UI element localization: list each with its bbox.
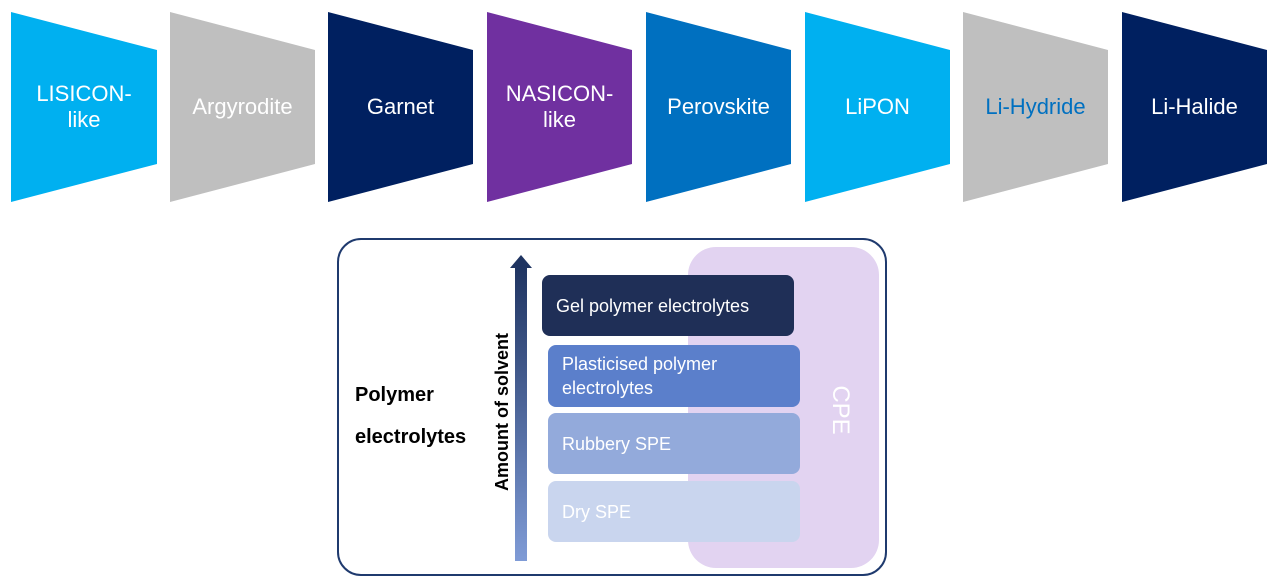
level-rubbery-spe: Rubbery SPE (548, 413, 800, 474)
solvent-axis-arrow (515, 266, 527, 561)
category-garnet-shape (328, 12, 473, 202)
level-rubbery-label: Rubbery SPE (562, 433, 672, 454)
category-lipon-shape (805, 12, 950, 202)
arrow-up-icon (510, 255, 532, 268)
category-lipon: LiPON (805, 12, 950, 202)
level-gel-polymer-electrolytes: Gel polymer electrolytes (542, 275, 794, 336)
category-nasicon-label: NASICON-like (505, 81, 614, 132)
category-li-hydride: Li-Hydride (963, 12, 1108, 202)
category-garnet-label: Garnet (366, 94, 435, 119)
category-perovskite: Perovskite (646, 12, 791, 202)
category-perovskite-shape (646, 12, 791, 202)
category-nasicon: NASICON-like (487, 12, 632, 202)
category-argyrodite-shape (170, 12, 315, 202)
category-li-hydride-label: Li-Hydride (985, 94, 1086, 119)
category-argyrodite: Argyrodite (170, 12, 315, 202)
category-lisicon-shape (11, 12, 157, 202)
category-nasicon-shape (487, 12, 632, 202)
polymer-title-line2: electrolytes (355, 426, 467, 448)
category-lisicon: LISICON-like (11, 12, 157, 202)
level-dry-label: Dry SPE (562, 501, 632, 522)
category-li-halide: Li-Halide (1122, 12, 1267, 202)
category-lisicon-label: LISICON-like (36, 81, 132, 132)
category-garnet: Garnet (328, 12, 473, 202)
category-li-hydride-shape (963, 12, 1108, 202)
category-li-halide-shape (1122, 12, 1267, 202)
category-argyrodite-label: Argyrodite (192, 94, 293, 119)
solvent-axis-label: Amount of solvent (492, 333, 512, 491)
polymer-electrolytes-panel (337, 238, 887, 576)
level-gel-label: Gel polymer electrolytes (556, 295, 750, 316)
level-dry-spe: Dry SPE (548, 481, 800, 542)
category-lipon-label: LiPON (845, 94, 910, 119)
cpe-label: CPE (827, 385, 854, 435)
category-li-halide-label: Li-Halide (1151, 94, 1238, 119)
category-perovskite-label: Perovskite (667, 94, 770, 119)
polymer-title-line1: Polymer (355, 384, 434, 406)
polymer-electrolytes-title: Polymer electrolytes (355, 374, 466, 458)
